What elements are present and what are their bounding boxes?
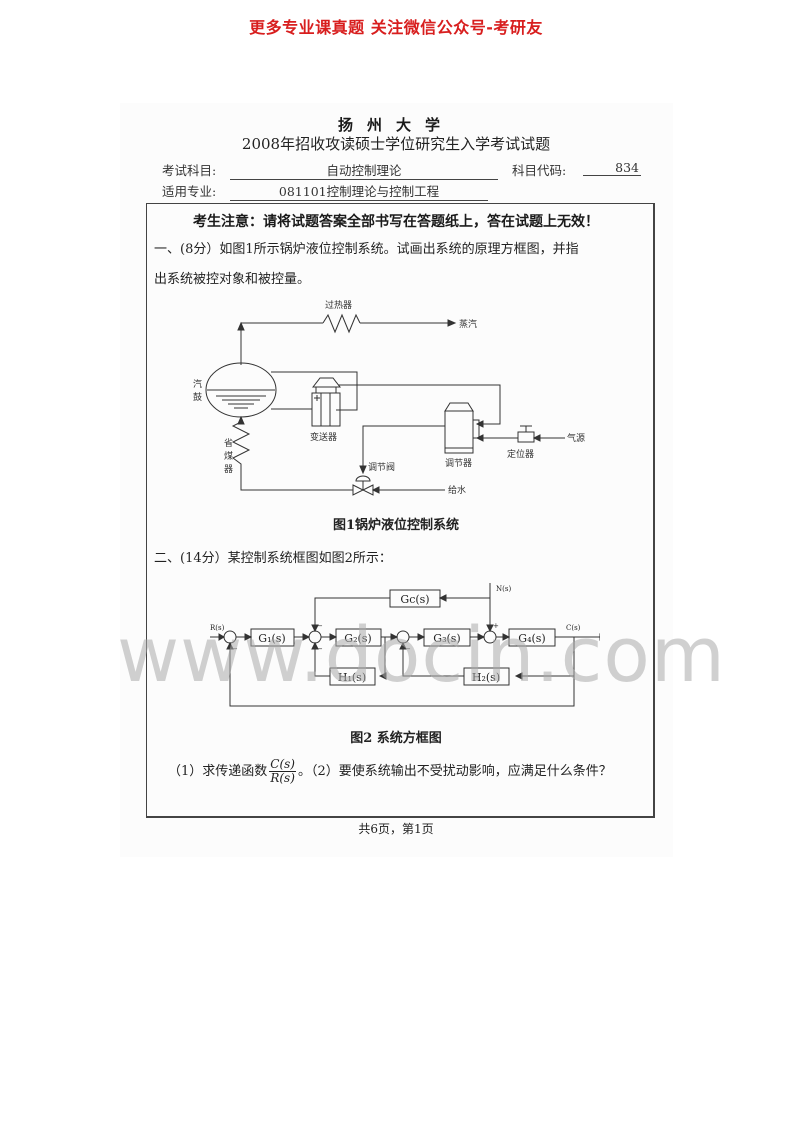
block-g4: G₄(s) [518,632,545,645]
steam-label: 蒸汽 [459,318,477,330]
minus-sign-3: − [317,645,323,653]
promo-banner: 更多专业课真题 关注微信公众号-考研友 [249,18,543,37]
subject-label: 考试科目: [162,163,217,178]
block-gc: Gc(s) [400,593,429,606]
controller-label: 调节器 [445,458,472,469]
superheater-label: 过热器 [325,299,352,311]
block-g1: G₁(s) [258,632,285,645]
minus-sign-4: − [405,645,411,653]
page-footer: 共6页，第1页 [358,822,434,836]
figure-2-caption: 图2 系统方框图 [350,731,442,746]
code-value: 834 [583,160,641,176]
drum-label-2: 鼓 [193,391,202,403]
output-signal-label: C(s) [566,624,581,632]
transfer-function-fraction: C(s)R(s) [269,758,296,785]
minus-sign-1: − [232,645,238,653]
figure-1-caption: 图1锅炉液位控制系统 [332,518,460,533]
subquestion-1-prefix: （1）求传递函数 [168,764,268,779]
economizer-label-2: 煤 [224,450,233,462]
control-valve-label: 调节阀 [368,462,395,473]
fraction-numerator: C(s) [269,757,296,772]
university-name: 扬州大学 [337,116,454,134]
question-box [146,203,655,818]
scanned-page [120,103,673,857]
exam-title: 2008年招收攻读硕士学位研究生入学考试试题 [241,135,551,153]
block-g2: G₂(s) [344,632,371,645]
major-label: 适用专业: [162,184,217,199]
feedwater-label: 给水 [448,484,466,496]
input-signal-label: R(s) [210,624,225,632]
air-source-label: 气源 [567,432,585,444]
block-g3: G₃(s) [433,632,460,645]
figure-2-block-diagram: G₁(s) G₂(s) G₃(s) G₄(s) Gc(s) H₁(s) H₂(s… [210,583,600,707]
code-label: 科目代码: [512,163,567,178]
figure-1-boiler-diagram: 过热器 蒸汽 汽 鼓 变送器 省 煤 器 调节阀 调节器 定位器 气源 给水 [193,299,585,496]
economizer-label-1: 省 [224,437,233,449]
transmitter-label: 变送器 [310,431,337,443]
exam-notice: 考生注意：请将试题答案全部书写在答题纸上，答在试题上无效！ [193,214,599,230]
economizer-label-3: 器 [224,464,233,475]
plus-sign: + [493,622,499,630]
subquestion-2: 。（2）要使系统输出不受扰动影响，应满足什么条件？ [297,764,612,779]
subject-value: 自动控制理论 [230,160,498,180]
question-2-line-1: 二、(14分）某控制系统框图如图2所示： [154,551,392,566]
question-1-line-2: 出系统被控对象和被控量。 [154,272,311,287]
minus-sign-2: − [317,622,323,630]
block-h1: H₁(s) [338,671,366,684]
drum-label-1: 汽 [193,378,202,390]
positioner-label: 定位器 [507,448,534,460]
question-1-line-1: 一、(8分）如图1所示锅炉液位控制系统。试画出系统的原理方框图，并指 [154,242,579,257]
major-value: 081101控制理论与控制工程 [230,181,488,201]
fraction-denominator: R(s) [270,771,295,785]
disturbance-signal-label: N(s) [496,585,511,593]
block-h2: H₂(s) [472,671,500,684]
